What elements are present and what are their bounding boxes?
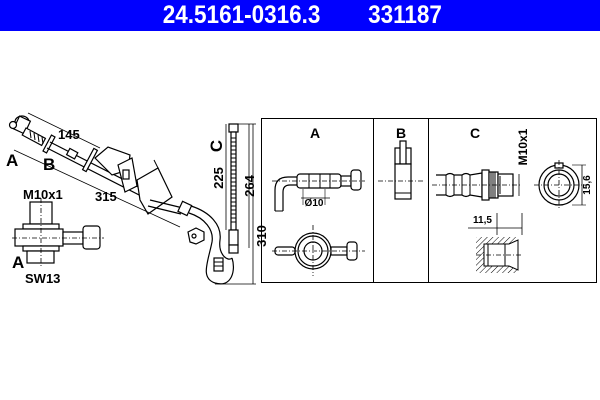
mounting-bracket-icon bbox=[94, 146, 173, 215]
detail-b-view bbox=[378, 140, 424, 200]
detail-panel bbox=[261, 118, 597, 283]
panel-c-title: C bbox=[470, 125, 480, 141]
thread-m10x1: M10x1 bbox=[23, 187, 63, 202]
detail-c-side-view bbox=[432, 169, 520, 201]
detail-a-side-view bbox=[272, 169, 365, 212]
thread-c-m10x1: M10x1 bbox=[516, 128, 530, 165]
wrench-size-sw13: SW13 bbox=[25, 271, 60, 286]
detail-a-top-view bbox=[272, 225, 365, 276]
dimension-lines bbox=[13, 112, 256, 285]
fitting-label-a: A bbox=[12, 253, 24, 272]
panel-a-title: A bbox=[310, 125, 320, 141]
label-b: B bbox=[43, 155, 55, 174]
detail-c-end-view bbox=[534, 160, 586, 210]
dim-diameter-10: Ø10 bbox=[305, 198, 324, 209]
title-bar: 24.5161-0316.3 331187 bbox=[0, 0, 600, 31]
label-a: A bbox=[6, 151, 18, 170]
retainer-clip-icon bbox=[213, 257, 224, 272]
detail-c-port-section bbox=[468, 213, 523, 273]
reference-number: 331187 bbox=[367, 1, 442, 29]
dim-315: 315 bbox=[95, 189, 117, 204]
banjo-fitting-a-icon bbox=[8, 115, 47, 147]
dim-225: 225 bbox=[211, 167, 226, 189]
flexible-hose-c bbox=[228, 123, 239, 254]
label-c: C bbox=[207, 140, 226, 152]
dim-c-11-5: 11,5 bbox=[473, 215, 492, 226]
brake-hose-assembly bbox=[8, 115, 235, 285]
dim-145: 145 bbox=[58, 127, 80, 142]
tube-nut-icon bbox=[177, 200, 193, 217]
fitting-a-detail bbox=[12, 198, 104, 268]
dim-264: 264 bbox=[242, 174, 257, 196]
dim-c-15-6: 15,6 bbox=[582, 175, 593, 195]
flange-b-icon bbox=[42, 134, 56, 154]
panel-b-title: B bbox=[396, 125, 406, 141]
part-number: 24.5161-0316.3 bbox=[163, 1, 321, 29]
